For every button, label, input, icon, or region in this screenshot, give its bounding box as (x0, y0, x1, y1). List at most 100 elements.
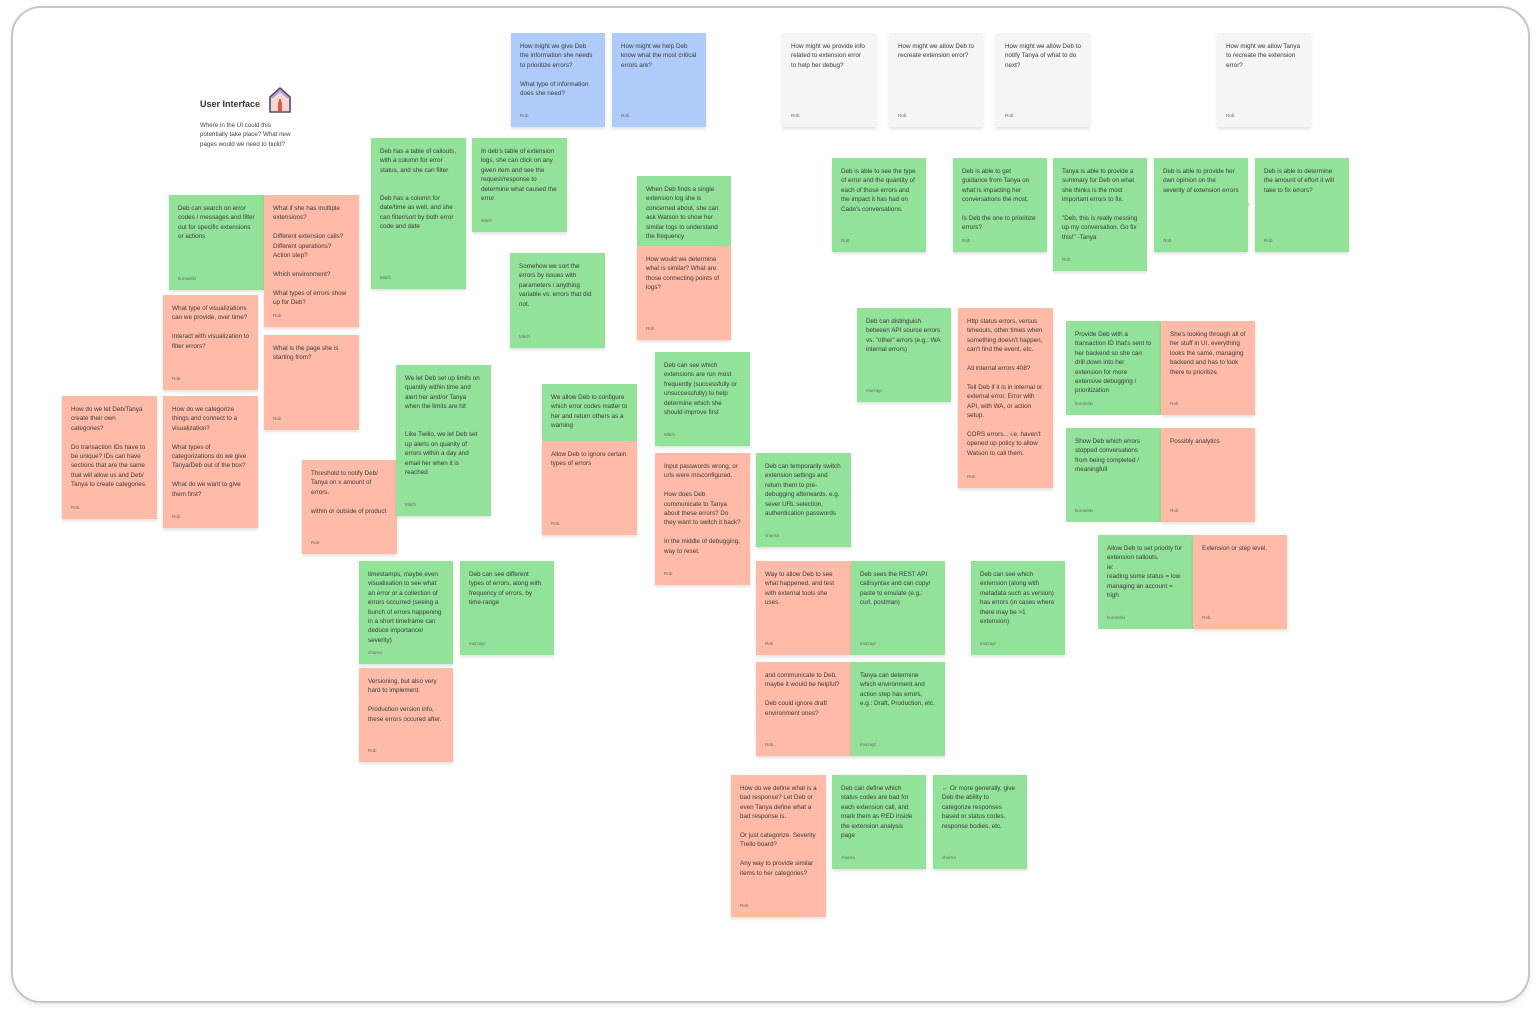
sticky-note[interactable]: Extension or step level. Rob (1193, 535, 1287, 629)
sticky-note[interactable]: What is the page she is starting from?Ro… (264, 335, 359, 430)
note-text: We allow Deb to configure which error co… (551, 394, 628, 430)
sticky-note[interactable]: How do we let Deb/Tanya create their own… (62, 396, 157, 519)
house-icon (269, 87, 291, 113)
note-text: Somehow we sort the errors by issues wit… (519, 263, 592, 308)
sticky-note[interactable]: How do we categorize things and connect … (163, 396, 258, 528)
sticky-note[interactable]: How would we determine what is similar? … (637, 246, 731, 340)
sticky-note[interactable]: How might we allow Deb to recreate exten… (889, 33, 983, 127)
note-text: and communicate to Deb, maybe it would b… (765, 672, 840, 717)
note-author: murrayc (860, 741, 877, 747)
note-text: Deb has a table of callouts, with a colu… (380, 148, 456, 231)
sticky-note[interactable]: Versioning, but also very hard to implem… (359, 668, 453, 762)
note-author: chuma (368, 649, 382, 655)
note-author: Rob (520, 112, 529, 118)
note-author: Rob (551, 520, 560, 526)
note-text: Http status errors, versus timeouts, oth… (967, 318, 1043, 457)
note-text: Show Deb which errors stopped conversati… (1075, 438, 1141, 474)
note-text: How might we help Deb know what the most… (621, 43, 697, 69)
note-author: Rob (1264, 237, 1273, 243)
chevron-right-icon: › (1247, 199, 1251, 210)
note-author: Rob (172, 513, 181, 519)
sticky-note[interactable]: How might we give Deb the information sh… (511, 33, 605, 127)
sticky-note[interactable]: Deb has a table of callouts, with a colu… (371, 138, 466, 289)
sticky-note[interactable]: and communicate to Deb, maybe it would b… (756, 662, 851, 756)
note-author: Rob (368, 747, 377, 753)
sticky-note[interactable]: When Deb finds a single extension log sh… (637, 176, 731, 246)
note-author: Rob (1202, 614, 1211, 620)
sticky-note[interactable]: Way to allow Deb to see what happened, a… (756, 561, 851, 655)
sticky-note[interactable]: Somehow we sort the errors by issues wit… (510, 253, 605, 348)
sticky-note[interactable]: Deb can search on error codes / messages… (169, 195, 264, 290)
sticky-note[interactable]: Deb is able to determine the amount of e… (1255, 158, 1349, 252)
sticky-note[interactable]: Deb is able to provide her own opinion o… (1154, 158, 1248, 252)
note-text: Deb can search on error codes / messages… (178, 205, 255, 241)
note-author: Rob (646, 325, 655, 331)
note-author: Mitch (664, 431, 675, 437)
sticky-note[interactable]: Deb can distinguish between API source e… (857, 308, 951, 402)
sticky-note[interactable]: In deb's table of extension logs, she ca… (472, 138, 567, 232)
sticky-note[interactable]: Deb can define which status codes are ba… (832, 775, 926, 869)
sticky-note[interactable]: Allow Deb to set priority for extension … (1098, 535, 1193, 629)
note-text: Allow Deb to set priority for extension … (1107, 545, 1183, 600)
note-text: Tanya can determine which environment an… (860, 672, 935, 708)
sticky-note[interactable]: Deb is able to see the type of error and… (832, 158, 926, 252)
section-description: Where in the UI could this potentially t… (200, 122, 291, 148)
sticky-note[interactable]: How might we provide info related to ext… (782, 33, 876, 127)
note-text: How might we provide info related to ext… (791, 43, 865, 69)
note-text: ← Or more generally, give Deb the abilit… (942, 785, 1016, 830)
note-text: How might we allow Deb to notify Tanya o… (1005, 43, 1081, 69)
note-text: Deb sees the REST API call/syntax and ca… (860, 571, 931, 607)
note-text: How might we allow Deb to recreate exten… (898, 43, 974, 60)
note-author: Rob (1163, 237, 1172, 243)
note-author: murrayc (860, 640, 877, 646)
sticky-note[interactable]: We let Deb set up limits on quantity wit… (396, 365, 491, 516)
note-text: Deb is able to determine the amount of e… (1264, 168, 1334, 194)
sticky-note[interactable]: Threshold to notify Deb/ Tanya on x amou… (302, 460, 397, 554)
note-author: Rob (765, 741, 774, 747)
note-author: Mitch (481, 217, 492, 223)
sticky-note[interactable]: Tanya can determine which environment an… (851, 662, 945, 756)
sticky-note[interactable]: timestamps, maybe even visualisation to … (359, 561, 453, 664)
note-author: Rob (898, 112, 907, 118)
sticky-note[interactable]: ← Or more generally, give Deb the abilit… (933, 775, 1027, 869)
note-text: How do we categorize things and connect … (172, 406, 247, 498)
note-text: Versioning, but also very hard to implem… (368, 678, 442, 723)
note-author: chuma (942, 854, 956, 860)
sticky-note[interactable]: How might we allow Tanya to recreate the… (1217, 33, 1311, 127)
note-text: How would we determine what is similar? … (646, 256, 720, 292)
note-author: Rob (967, 473, 976, 479)
sticky-note[interactable]: Tanya is able to provide a summary for D… (1053, 158, 1147, 271)
note-text: Extension or step level. (1202, 545, 1268, 552)
sticky-note[interactable]: Deb is able to get guidance from Tanya o… (953, 158, 1047, 252)
sticky-note[interactable]: Deb can see different types of errors, a… (460, 561, 554, 655)
note-text: How do we define what is a bad response?… (740, 785, 817, 877)
note-text: Possibly analytics (1170, 438, 1220, 445)
sticky-note[interactable]: What if she has multiple extensions? Dif… (264, 195, 359, 327)
note-author: Rob (765, 640, 774, 646)
note-author: Rob (273, 312, 282, 318)
sticky-note[interactable]: Input passwords wrong, or urls were misc… (655, 453, 750, 585)
sticky-note[interactable]: What type of visualizations can we provi… (163, 295, 258, 390)
sticky-note[interactable]: Allow Deb to ignore certain types of err… (542, 441, 637, 535)
note-author: kurowski (1107, 614, 1125, 620)
note-text: Deb can distinguish between API source e… (866, 318, 941, 354)
sticky-note[interactable]: How might we help Deb know what the most… (612, 33, 706, 127)
note-author: murrayc (866, 387, 883, 393)
note-author: Rob (71, 504, 80, 510)
note-text: Deb can see different types of errors, a… (469, 571, 542, 607)
sticky-note[interactable]: How do we define what is a bad response?… (731, 775, 826, 917)
sticky-note[interactable]: Deb can see which extensions are run mos… (655, 352, 750, 446)
note-text: We let Deb set up limits on quantity wit… (405, 375, 480, 477)
note-text: How might we allow Tanya to recreate the… (1226, 43, 1301, 69)
sticky-note[interactable]: Http status errors, versus timeouts, oth… (958, 308, 1053, 488)
sticky-note[interactable]: Deb can temporarily switch extension set… (756, 453, 851, 547)
sticky-note[interactable]: Deb can see which extension (along with … (971, 561, 1065, 655)
sticky-note[interactable]: How might we allow Deb to notify Tanya o… (996, 33, 1090, 127)
note-text: Way to allow Deb to see what happened, a… (765, 571, 834, 607)
sticky-note[interactable]: Provide Deb with a transaction ID that's… (1066, 321, 1161, 415)
sticky-note[interactable]: We allow Deb to configure which error co… (542, 384, 637, 441)
sticky-note[interactable]: Deb sees the REST API call/syntax and ca… (851, 561, 945, 655)
sticky-note[interactable]: Show Deb which errors stopped conversati… (1066, 428, 1161, 522)
sticky-note[interactable]: She's looking through all of her stuff i… (1161, 321, 1255, 415)
